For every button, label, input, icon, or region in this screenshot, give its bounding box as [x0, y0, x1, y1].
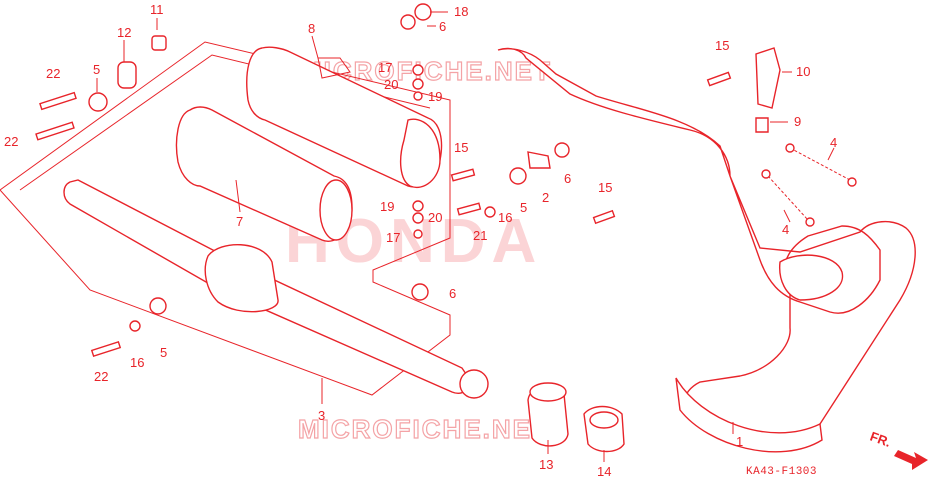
tail-pipe — [63, 179, 489, 399]
callout-13: 13 — [539, 457, 553, 472]
callout-22c: 22 — [94, 369, 108, 384]
silencer-packing — [175, 106, 353, 242]
hardware-group — [35, 3, 781, 358]
site-watermark-bottom: MICROFICHE.NET — [298, 414, 550, 444]
callout-12: 12 — [117, 25, 131, 40]
exhaust-chamber — [497, 47, 916, 453]
part-callouts: 1 2 3 4 4 5 5 5 6 6 6 7 8 9 10 11 12 13 … — [4, 2, 837, 479]
callout-8: 8 — [308, 21, 315, 36]
leader-lines — [96, 11, 835, 462]
callout-15c: 15 — [598, 180, 612, 195]
callout-16b: 16 — [130, 355, 144, 370]
callout-22b: 22 — [4, 134, 18, 149]
exhaust-spring-upper — [785, 143, 857, 187]
callout-19a: 19 — [428, 89, 442, 104]
exhaust-spring-lower — [761, 169, 815, 227]
callout-5c: 5 — [160, 345, 167, 360]
silencer-cover — [246, 46, 443, 189]
callout-14: 14 — [597, 464, 611, 479]
callout-18: 18 — [454, 4, 468, 19]
front-arrow-icon — [894, 450, 928, 470]
callout-22a: 22 — [46, 66, 60, 81]
callout-16a: 16 — [498, 210, 512, 225]
callout-17b: 17 — [386, 230, 400, 245]
callout-3: 3 — [318, 408, 325, 423]
callout-6b: 6 — [564, 171, 571, 186]
assembly-frame-outline — [0, 41, 451, 396]
callout-20a: 20 — [384, 77, 398, 92]
callout-19b: 19 — [380, 199, 394, 214]
callout-4b: 4 — [782, 222, 789, 237]
callout-6c: 6 — [449, 286, 456, 301]
callout-15b: 15 — [454, 140, 468, 155]
exhaust-joint-rubber — [527, 382, 569, 447]
front-direction-indicator: FR. — [868, 429, 928, 470]
front-label: FR. — [868, 429, 893, 450]
callout-15a: 15 — [715, 38, 729, 53]
callout-11: 11 — [150, 2, 164, 17]
callout-9: 9 — [794, 114, 801, 129]
callout-2: 2 — [542, 190, 549, 205]
callout-7: 7 — [236, 214, 243, 229]
callout-6a: 6 — [439, 19, 446, 34]
exhaust-flange — [583, 405, 625, 453]
callout-4a: 4 — [830, 135, 837, 150]
callout-5b: 5 — [520, 200, 527, 215]
diagram-code: KA43-F1303 — [746, 466, 817, 478]
callout-1: 1 — [736, 434, 743, 449]
callout-21: 21 — [473, 228, 487, 243]
callout-17a: 17 — [378, 60, 392, 75]
callout-20b: 20 — [428, 210, 442, 225]
callout-10: 10 — [796, 64, 810, 79]
callout-5a: 5 — [93, 62, 100, 77]
